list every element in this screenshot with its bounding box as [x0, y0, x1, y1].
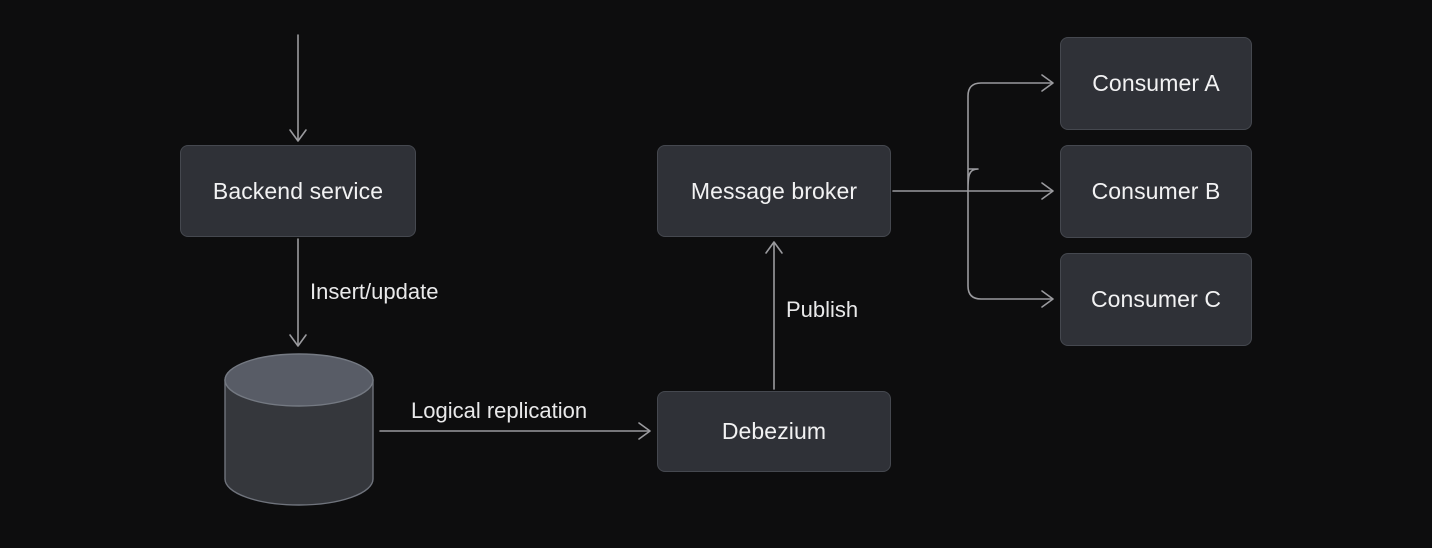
node-consumer-a-label: Consumer A: [1092, 70, 1220, 96]
edge-label-insert-update: Insert/update: [310, 279, 439, 304]
node-message-broker[interactable]: Message broker: [657, 145, 891, 237]
node-backend-service[interactable]: Backend service: [180, 145, 416, 237]
node-backend-service-label: Backend service: [212, 177, 384, 204]
node-message-broker-label: Message broker: [690, 177, 858, 204]
connector-incoming-to-backend-service: [289, 34, 307, 142]
connector-branch-to-consumer-b: [967, 182, 1054, 200]
database-cylinder-icon: [224, 353, 374, 506]
edge-label-logical-replication: Logical replication: [411, 398, 588, 423]
edge-label-publish: Publish: [786, 297, 859, 322]
connector-branch-to-consumer-c: [967, 190, 1054, 308]
node-consumer-a[interactable]: Consumer A: [1060, 37, 1252, 130]
node-debezium[interactable]: Debezium: [657, 391, 891, 472]
connector-debezium-to-message-broker: [765, 241, 783, 390]
node-consumer-b-label: Consumer B: [1091, 178, 1221, 204]
node-consumer-b[interactable]: Consumer B: [1060, 145, 1252, 238]
connector-database-to-debezium: [379, 422, 651, 440]
node-debezium-label: Debezium: [721, 418, 827, 444]
node-consumer-c-label: Consumer C: [1090, 286, 1222, 312]
node-consumer-c[interactable]: Consumer C: [1060, 253, 1252, 346]
connector-backend-service-to-database: [289, 238, 307, 347]
connector-branch-to-consumer-a: [967, 74, 1054, 192]
